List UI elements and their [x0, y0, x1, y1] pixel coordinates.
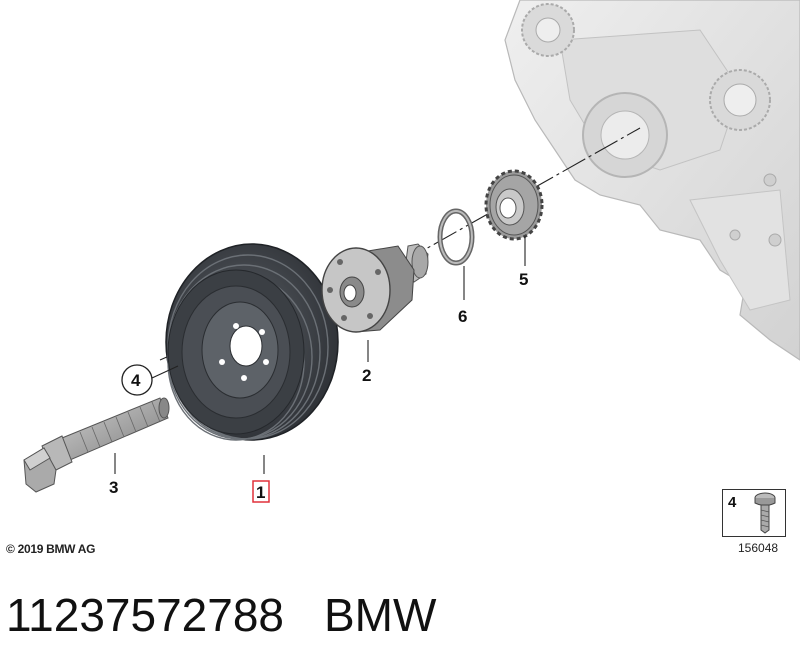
- part-6-ring[interactable]: [437, 208, 475, 266]
- parts-diagram: 1 2 3 4 5 6: [23, 0, 800, 503]
- callout-4-circle: [121, 364, 153, 396]
- legend-box: 4: [722, 489, 786, 537]
- part-2-hub[interactable]: [321, 243, 429, 333]
- part-1-pulley[interactable]: [165, 243, 339, 441]
- part-number: 11237572788: [6, 589, 284, 641]
- callout-leaders: [114, 236, 526, 474]
- brand-name: BMW: [324, 589, 437, 641]
- bolt-icon: [751, 492, 781, 539]
- callout-1-highlight: [252, 480, 270, 503]
- part-5-sprocket[interactable]: [484, 169, 544, 241]
- copyright-notice: © 2019 BMW AG: [6, 542, 96, 556]
- callout-5-label[interactable]: 5: [519, 270, 528, 289]
- callout-4-label[interactable]: 4: [131, 371, 141, 390]
- callout-1-label[interactable]: 1: [256, 483, 265, 502]
- engine-block: [504, 0, 800, 361]
- callout-3-label[interactable]: 3: [109, 478, 118, 497]
- callout-2-label[interactable]: 2: [362, 366, 371, 385]
- part-3-bolt[interactable]: [23, 397, 170, 493]
- footer-caption: 11237572788 BMW: [6, 588, 436, 642]
- drawing-number: 156048: [738, 541, 779, 555]
- legend-number: 4: [728, 494, 737, 511]
- callout-6-label[interactable]: 6: [458, 307, 467, 326]
